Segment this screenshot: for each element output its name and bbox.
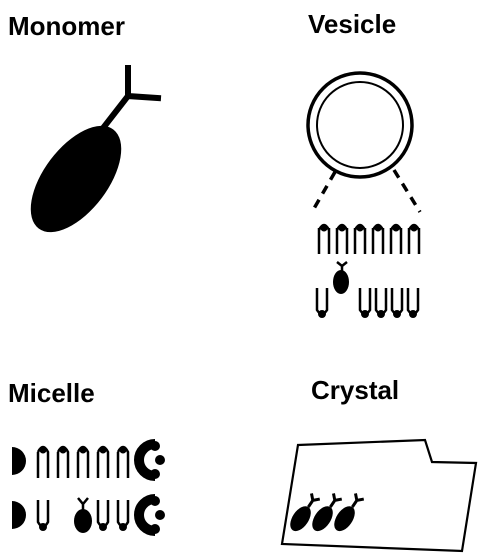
zoom-line-right: [394, 170, 420, 212]
vesicle-inserted-monomer: [333, 262, 349, 294]
vesicle-illustration: [308, 73, 420, 318]
micelle-upper-row: [38, 447, 128, 479]
micelle-left-cap-bottom: [12, 501, 26, 529]
micelle-illustration: [12, 441, 165, 534]
micelle-right-cap-top: [139, 441, 165, 479]
micelle-left-cap-top: [12, 447, 26, 475]
vesicle-lower-leaflet: [317, 288, 418, 318]
vesicle-inner-ring: [317, 82, 403, 168]
vesicle-outer-ring: [308, 73, 412, 177]
micelle-inserted-monomer: [74, 498, 92, 533]
monomer-head: [13, 110, 139, 248]
monomer-illustration: [13, 68, 158, 248]
zoom-line-left: [312, 172, 335, 212]
monomer-tail: [100, 68, 158, 132]
vesicle-upper-leaflet: [319, 225, 419, 255]
micelle-right-cap-bottom: [139, 496, 165, 534]
crystal-illustration: [282, 440, 476, 551]
